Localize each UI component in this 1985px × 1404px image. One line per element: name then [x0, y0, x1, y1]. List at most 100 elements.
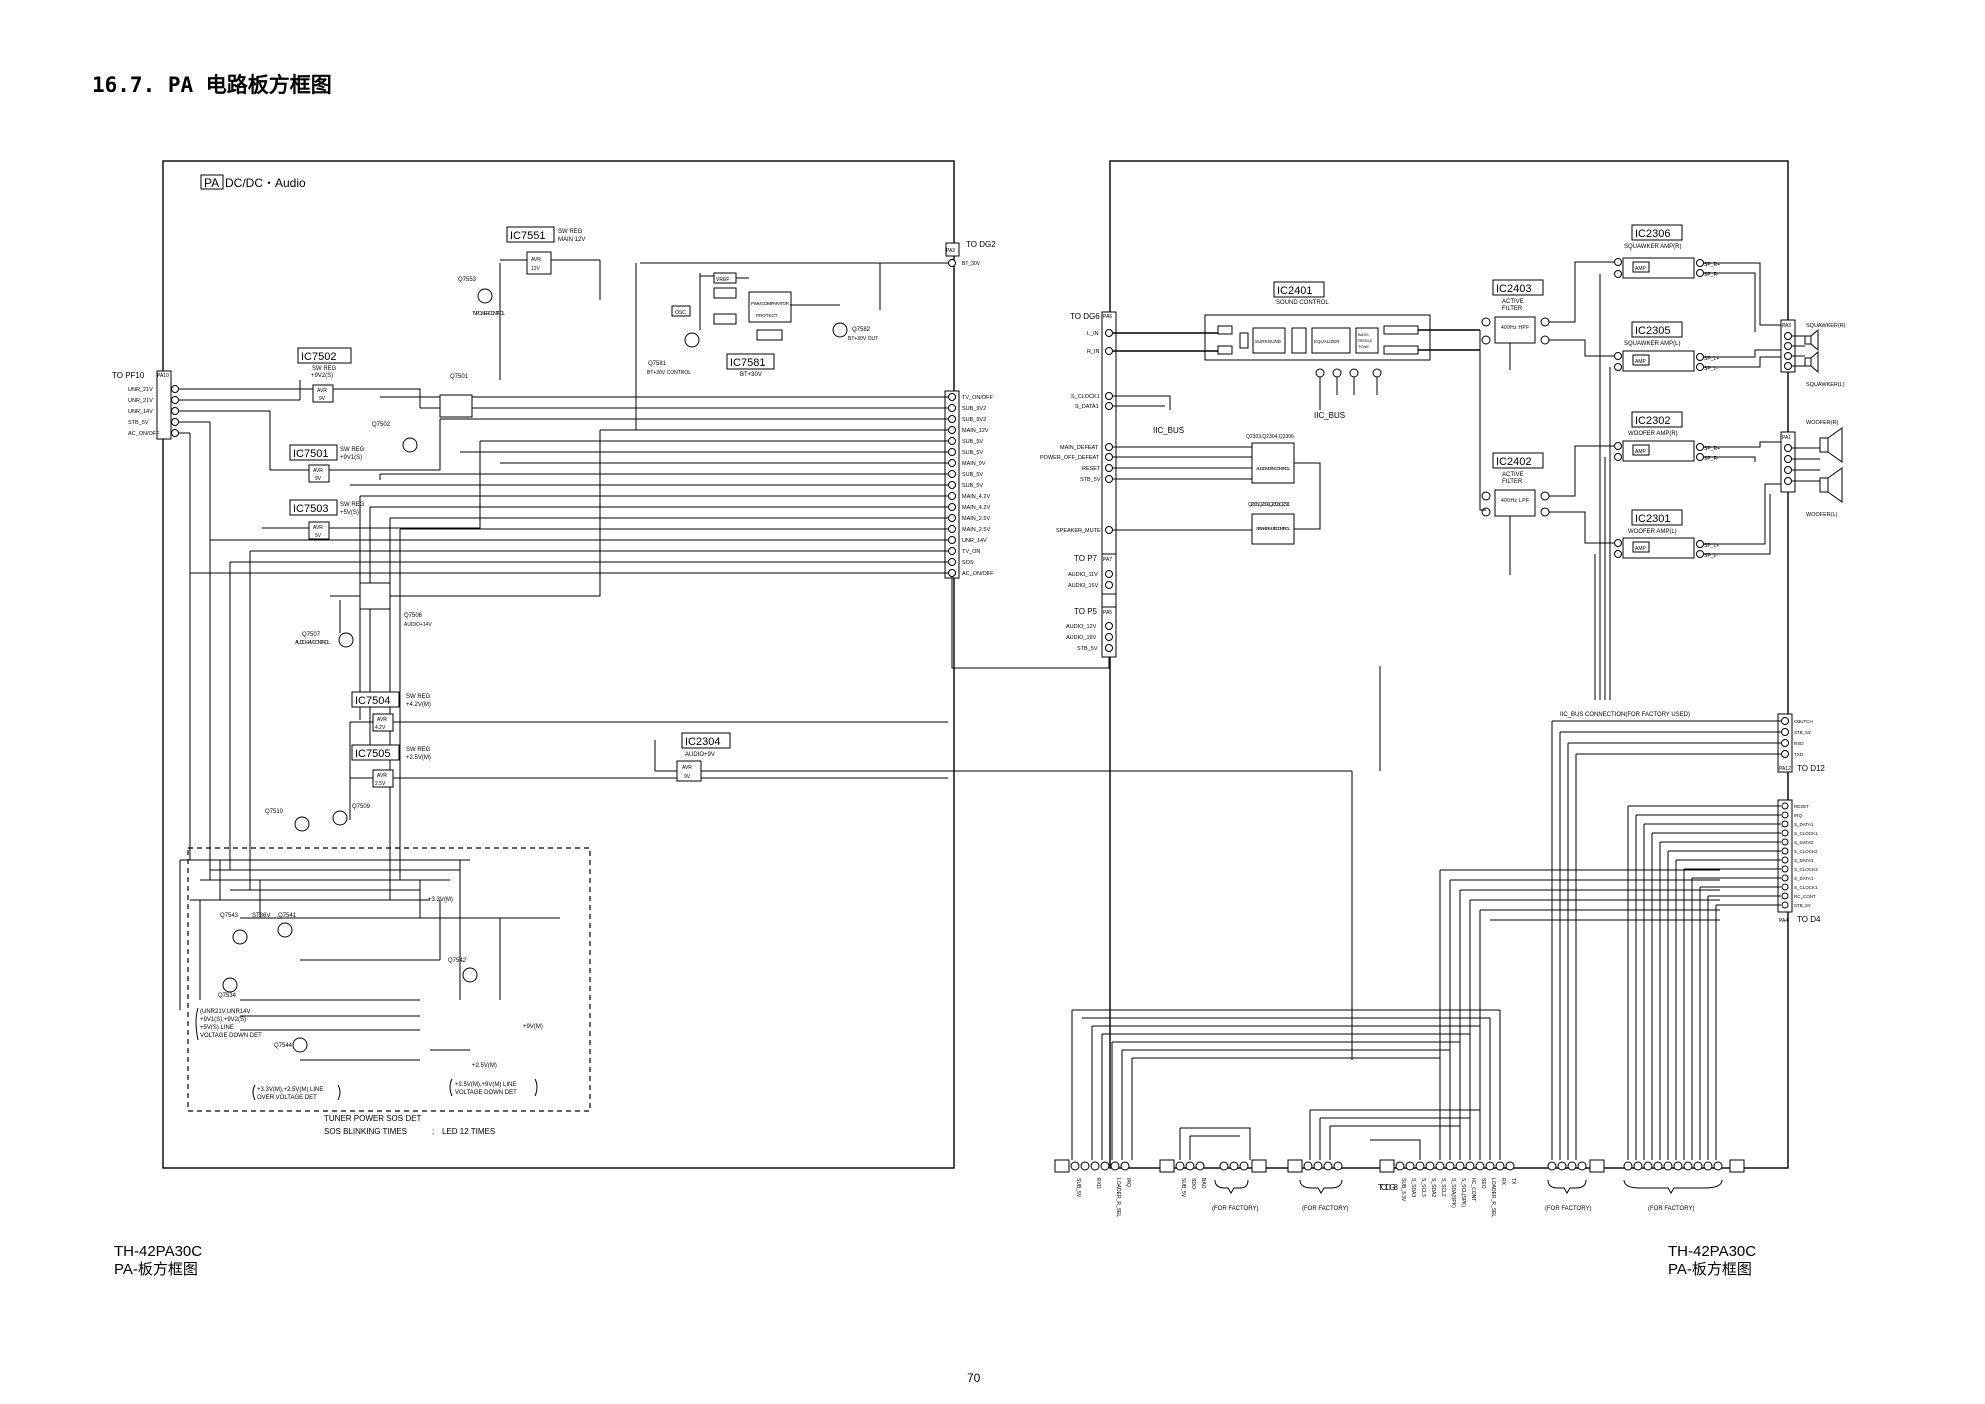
svg-text:LOADER_R_SEL: LOADER_R_SEL [1490, 1178, 1496, 1217]
ic2403-desc1: ACTIVE [1502, 299, 1524, 305]
power-bus-lines [179, 380, 948, 1010]
pf10-id: PA10 [157, 373, 169, 379]
sos-title: TUNER POWER SOS DET [324, 1114, 421, 1123]
ic2402-desc2: FILTER [1502, 479, 1523, 485]
svg-text:IIC_CONT: IIC_CONT [1470, 1178, 1476, 1201]
iic-bus-label: IIC_BUS [1314, 411, 1345, 420]
pa2-pin-17: AC_ON/OFF [962, 571, 994, 577]
pa2-pin-10: MAIN_4.2V [962, 494, 990, 500]
ic2403-desc2: FILTER [1502, 306, 1523, 312]
ic2402-filter: 400Hz LPF [1501, 498, 1529, 504]
ic2306-label-box [1631, 224, 1683, 241]
ic7503-desc1: SW REG [340, 502, 365, 508]
iic-conn-label: IIC_BUS CONNECTION(FOR FACTORY USED) [1560, 712, 1690, 718]
q7543-name: Q7543 [220, 913, 239, 919]
page-number: 70 [967, 1371, 981, 1385]
q7581-name: Q7581 [648, 361, 667, 367]
q7553-desc: TV POWER CONTROL [472, 311, 505, 317]
bottom-factory-3: (FOR FACTORY) [1545, 1206, 1591, 1212]
pa2-pin-7: MAIN_9V [962, 461, 986, 467]
bottom-connectors [1054, 1159, 1745, 1173]
ic7502-name: IC7502 [301, 351, 336, 363]
svg-text:RX: RX [1500, 1178, 1506, 1186]
ic7551-name: IC7551 [510, 230, 545, 242]
ic7505-label-box [351, 744, 400, 761]
svg-text:9V: 9V [315, 476, 322, 482]
ic7505-name: IC7505 [355, 748, 390, 760]
ic7504-name: IC7504 [355, 695, 390, 707]
ic2305-label-box [1631, 321, 1683, 338]
ic2302-desc: WOOFER AMP(R) [1628, 431, 1678, 437]
svg-text:SP_L+: SP_L+ [1704, 356, 1719, 362]
q7507-name: Q7507 [302, 632, 321, 638]
vref-label: VREF [716, 277, 729, 283]
pa2-pin-9: SUB_5V [962, 483, 983, 489]
ic7551-desc2: MAIN 12V [558, 237, 585, 243]
svg-text:SEO: SEO [1480, 1178, 1486, 1189]
svg-text:S_SCL3: S_SCL3 [1420, 1178, 1426, 1197]
protect-label: PROTECT [756, 313, 778, 318]
squawker-l-icon [1804, 350, 1819, 374]
bottom-factory-2: (FOR FACTORY) [1302, 1206, 1348, 1212]
ic7505-desc2: +2.5V(M) [406, 755, 431, 761]
ic7501-desc1: SW REG [340, 447, 365, 453]
pa12-id: PA12 [1779, 766, 1791, 772]
ic7504-desc2: +4.2V(M) [406, 702, 431, 708]
bottom-pin-labels-c: SUB_3.3V S_SDA3 S_SCL3 S_SDA2 S_SCL2 S_S… [1400, 1178, 1516, 1217]
pa4-pin-3: S_DATA1 [1794, 822, 1814, 827]
pa4-connector [1777, 799, 1793, 913]
svg-text:9V: 9V [319, 396, 326, 402]
ic2301-label-box [1631, 509, 1683, 526]
pa6-id: PA6 [1103, 314, 1112, 320]
pa2-pin-14: UNR_14V [962, 538, 987, 544]
q7544-name: Q7544 [274, 1043, 293, 1049]
right-board-frame [1109, 160, 1789, 1169]
osc-box [671, 305, 691, 317]
pa7-pin-1: AUDIO_11V [1068, 572, 1098, 578]
pa5-id: PA5 [1103, 610, 1112, 616]
ic7502-desc2: +9V2(S) [311, 373, 333, 379]
svg-text:AMP: AMP [1635, 546, 1647, 552]
ic2305-name: IC2305 [1635, 325, 1670, 337]
pa4-pin-8: S_CLOCK3 [1794, 867, 1818, 872]
svg-text:S_SDA(SPK): S_SDA(SPK) [1450, 1178, 1456, 1208]
mute2-label: SPEAKER MUTE CONTROL [1256, 526, 1290, 531]
pa6-main-defeat: MAIN_DEFEAT [1060, 445, 1099, 451]
pa2-pin-3: SUB_9V2 [962, 417, 986, 423]
pa12-pin-4: TXD [1794, 752, 1804, 757]
v25-label: +2.5V(M) [472, 1063, 497, 1069]
q7581-desc: BT+30V CONTROL [647, 370, 691, 376]
q7506-name: Q7506 [404, 613, 423, 619]
pa6-power-off: POWER_OFF_DEFEAT [1040, 455, 1100, 461]
ic2306-desc: SQUAWKER AMP(R) [1624, 244, 1681, 250]
ic7505-desc1: SW REG [406, 747, 431, 753]
bottom-factory-4: (FOR FACTORY) [1648, 1206, 1694, 1212]
pa6-lin: L_IN [1087, 331, 1099, 337]
ic7581-label-box [726, 353, 775, 370]
sos-colon: : [432, 1127, 434, 1136]
board-name: DC/DC・Audio [225, 176, 306, 190]
q7553-name: Q7553 [458, 277, 477, 283]
pf10-pin-3: UNR_14V [128, 409, 153, 415]
ic7503-name: IC7503 [293, 503, 328, 515]
det3-line2: VOLTAGE DOWN DET [455, 1090, 517, 1096]
bottom-pin-labels-a: SUB_5V RXD LOADER_R_SEL IRQ [1075, 1178, 1131, 1217]
ic2401-label-box [1273, 281, 1325, 298]
svg-text:2.5V: 2.5V [375, 781, 386, 787]
pa6-sdata: S_DATA1 [1075, 404, 1099, 410]
v9-label: +9V(M) [523, 1024, 543, 1030]
svg-text:TX: TX [1510, 1178, 1516, 1185]
caption-left: PA-板方框图 [114, 1260, 198, 1278]
ic2302-label-box [1631, 411, 1683, 428]
svg-text:LOADER_R_SEL: LOADER_R_SEL [1115, 1178, 1121, 1217]
q7502-name: Q7502 [372, 422, 391, 428]
sos-blink: SOS BLINKING TIMES [324, 1127, 407, 1136]
det2-line1: +3.3V(M),+2.5V(M) LINE [257, 1087, 323, 1093]
ic7503-desc2: +5V(S) [340, 510, 359, 516]
q7509-name: Q7509 [352, 804, 371, 810]
svg-text:S_SCL(SPK): S_SCL(SPK) [1460, 1178, 1466, 1208]
left-board-frame [162, 160, 955, 1169]
to-dg8-label: TO DG8 [1378, 1183, 1399, 1192]
ic2304-label-box [681, 732, 731, 749]
q7542-name: Q7542 [448, 958, 467, 964]
